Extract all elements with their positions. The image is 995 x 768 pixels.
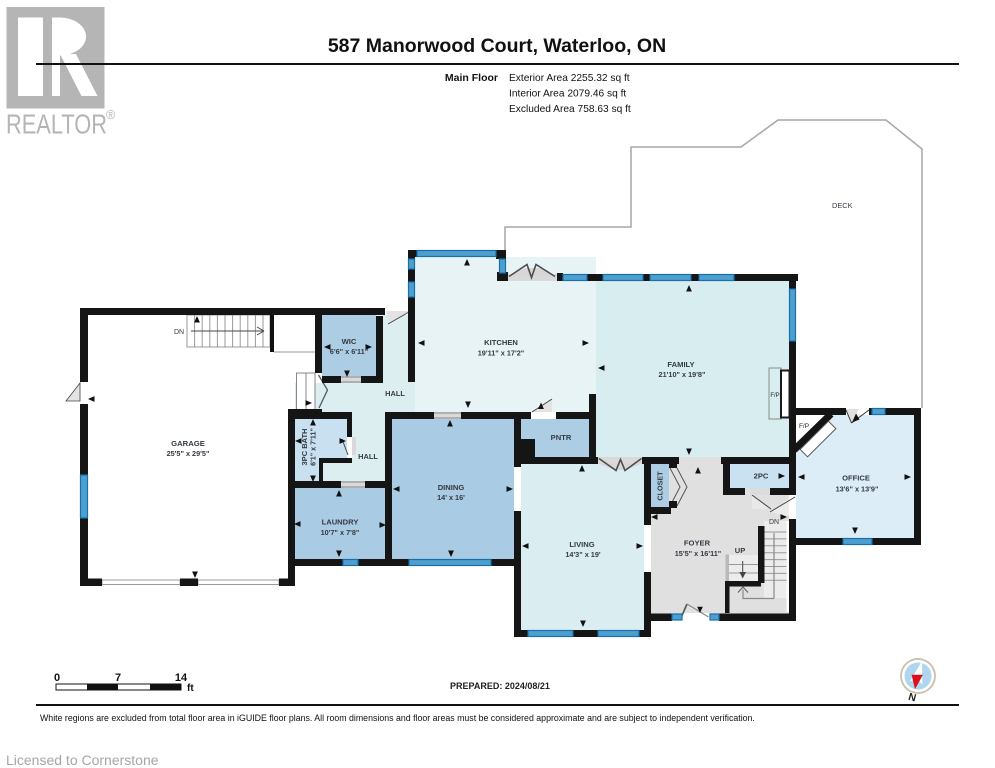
svg-text:N: N [907, 691, 917, 705]
svg-text:Excluded Area 758.63 sq ft: Excluded Area 758.63 sq ft [509, 104, 631, 115]
svg-text:DN: DN [174, 329, 184, 336]
svg-text:19'11" x 17'2": 19'11" x 17'2" [478, 349, 525, 358]
svg-text:PREPARED: 2024/08/21: PREPARED: 2024/08/21 [450, 681, 550, 691]
svg-text:14: 14 [175, 672, 188, 684]
svg-text:CLOSET: CLOSET [656, 471, 665, 501]
svg-text:10'7" x 7'8": 10'7" x 7'8" [321, 528, 360, 537]
svg-text:DECK: DECK [832, 201, 853, 210]
svg-text:KITCHEN: KITCHEN [484, 338, 518, 347]
svg-text:DN: DN [769, 519, 779, 526]
svg-text:FAMILY: FAMILY [667, 360, 694, 369]
svg-text:6'6" x 6'11": 6'6" x 6'11" [330, 347, 368, 356]
svg-text:15'5" x 16'11": 15'5" x 16'11" [675, 549, 722, 558]
svg-text:ft: ft [187, 683, 194, 694]
svg-text:Main Floor: Main Floor [445, 72, 498, 84]
svg-text:Exterior Area 2255.32 sq ft: Exterior Area 2255.32 sq ft [509, 73, 630, 84]
svg-text:F/P: F/P [770, 393, 779, 399]
svg-text:PNTR: PNTR [551, 433, 572, 442]
svg-text:LAUNDRY: LAUNDRY [322, 518, 359, 527]
svg-text:14' x 16': 14' x 16' [437, 493, 465, 502]
svg-text:®: ® [106, 108, 116, 122]
svg-text:HALL: HALL [358, 452, 378, 461]
svg-text:HALL: HALL [385, 389, 405, 398]
svg-text:UP: UP [735, 546, 745, 555]
svg-text:587 Manorwood Court, Waterloo,: 587 Manorwood Court, Waterloo, ON [328, 35, 666, 57]
svg-text:3PC BATH: 3PC BATH [300, 429, 309, 466]
svg-text:13'6" x 13'9": 13'6" x 13'9" [836, 485, 879, 494]
svg-text:White regions are excluded fro: White regions are excluded from total fl… [40, 713, 755, 723]
svg-text:2PC: 2PC [754, 472, 769, 481]
svg-text:DINING: DINING [438, 483, 465, 492]
svg-text:REALTOR: REALTOR [6, 109, 107, 140]
svg-text:WIC: WIC [342, 337, 357, 346]
svg-text:LIVING: LIVING [569, 540, 594, 549]
svg-text:Interior Area 2079.46 sq ft: Interior Area 2079.46 sq ft [509, 89, 626, 100]
svg-text:F/P: F/P [799, 423, 809, 430]
svg-text:14'3" x 19': 14'3" x 19' [565, 550, 601, 559]
svg-text:0: 0 [54, 672, 60, 684]
svg-text:GARAGE: GARAGE [171, 439, 205, 448]
svg-text:FOYER: FOYER [684, 539, 711, 548]
svg-text:25'5" x 29'5": 25'5" x 29'5" [167, 449, 210, 458]
svg-text:21'10" x 19'8": 21'10" x 19'8" [659, 370, 706, 379]
svg-text:OFFICE: OFFICE [842, 474, 870, 483]
svg-text:6'1" x 7'11": 6'1" x 7'11" [309, 428, 318, 466]
svg-text:7: 7 [115, 672, 121, 684]
svg-text:Licensed to Cornerstone: Licensed to Cornerstone [6, 752, 159, 768]
